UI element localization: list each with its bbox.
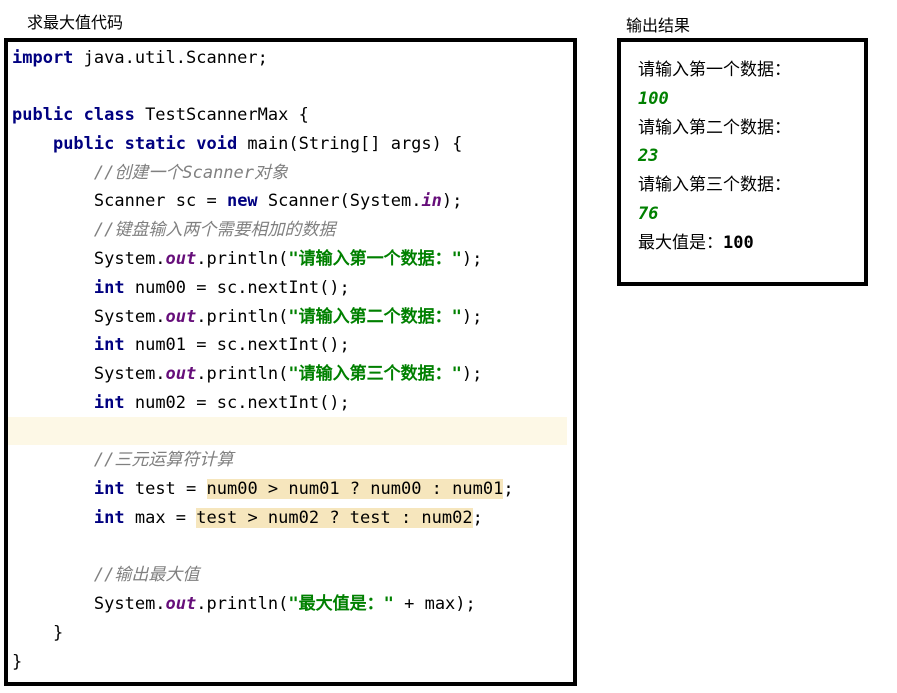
code-text: ; [503,479,514,499]
current-line-highlight[interactable] [8,417,567,445]
code-text: System. [93,594,166,614]
keyword: int [93,508,125,528]
static-field: out [165,307,197,327]
code-text: max = [124,508,197,528]
code-text: ; [472,508,483,528]
indent [12,450,94,470]
result-label: 最大值是： [638,233,723,253]
keyword: int [93,393,125,413]
keyword: import [12,48,74,68]
code-text: num01 = sc.nextInt(); [124,335,350,355]
code-line-16: int test = num00 > num01 ? num00 : num01… [12,475,573,503]
code-line-19: //输出最大值 [12,561,573,589]
code-text: } [12,623,64,643]
code-line-10: System.out.println("请输入第二个数据："); [12,303,573,331]
selection-highlight: num00 > num01 ? num00 : num01 [206,479,504,499]
code-text: .println( [196,364,289,384]
code-text: .println( [196,594,289,614]
code-text: System. [93,364,166,384]
code-text: Scanner sc = [93,191,227,211]
output-prompt-2: 请输入第二个数据： [638,118,791,138]
code-text: TestScannerMax { [134,105,309,125]
output-input-2: 23 [638,146,659,166]
code-text: + max); [393,594,476,614]
output-prompt-3: 请输入第三个数据： [638,175,791,195]
code-text: System. [93,307,166,327]
code-comment: //键盘输入两个需要相加的数据 [93,220,336,240]
code-text: java.util.Scanner; [73,48,268,68]
indent [12,220,94,240]
string-literal: "请输入第一个数据：" [288,249,462,269]
code-line-11: int num01 = sc.nextInt(); [12,331,573,359]
keyword: public class [12,105,135,125]
output-prompt-1: 请输入第一个数据： [638,60,791,80]
keyword: int [93,479,125,499]
indent [12,508,94,528]
indent [12,594,94,614]
selection-highlight: test > num02 ? test : num02 [196,508,473,528]
code-text: .println( [196,307,289,327]
code-comment: //创建一个Scanner对象 [93,163,289,183]
code-line-8: System.out.println("请输入第一个数据："); [12,245,573,273]
code-section-title: 求最大值代码 [27,13,124,32]
keyword: public static void [52,134,238,154]
code-line-20: System.out.println("最大值是：" + max); [12,590,573,618]
code-text: .println( [196,249,289,269]
code-text: Scanner(System. [257,191,422,211]
code-line-21: } [12,619,573,647]
result-value: 100 [723,233,754,253]
code-line-1: import java.util.Scanner; [12,44,573,72]
code-text: num02 = sc.nextInt(); [124,393,350,413]
code-comment: //输出最大值 [93,565,200,585]
code-line-15: //三元运算符计算 [12,446,573,474]
output-section-title: 输出结果 [626,16,691,35]
code-line-6: Scanner sc = new Scanner(System.in); [12,187,573,215]
static-field: out [165,249,197,269]
code-comment: //三元运算符计算 [93,450,234,470]
static-field: in [421,191,442,211]
code-panel: import java.util.Scanner; public class T… [4,38,577,686]
string-literal: "请输入第二个数据：" [288,307,462,327]
indent [12,335,94,355]
code-text: main(String[] args) { [237,134,463,154]
code-line-13: int num02 = sc.nextInt(); [12,389,573,417]
keyword: int [93,335,125,355]
code-line-9: int num00 = sc.nextInt(); [12,274,573,302]
static-field: out [165,364,197,384]
output-result: 最大值是：100 [638,229,754,257]
indent [12,249,94,269]
output-input-1: 100 [638,89,669,109]
code-text: ); [441,191,463,211]
code-text: test = [124,479,207,499]
output-input-3: 76 [638,204,659,224]
code-text: System. [93,249,166,269]
code-line-17: int max = test > num02 ? test : num02; [12,504,573,532]
code-text: num00 = sc.nextInt(); [124,278,350,298]
code-line-12: System.out.println("请输入第三个数据："); [12,360,573,388]
indent [12,479,94,499]
code-line-5: //创建一个Scanner对象 [12,159,573,187]
code-line-22: } [12,648,573,676]
indent [12,364,94,384]
indent [12,278,94,298]
keyword: int [93,278,125,298]
code-text: ); [461,364,483,384]
static-field: out [165,594,197,614]
indent [12,191,94,211]
console-output-panel: 请输入第一个数据： 100 请输入第二个数据： 23 请输入第三个数据： 76 … [617,38,868,286]
code-text: ); [461,249,483,269]
indent [12,565,94,585]
code-text: ); [461,307,483,327]
string-literal: "最大值是：" [288,594,394,614]
code-line-7: //键盘输入两个需要相加的数据 [12,216,573,244]
indent [12,307,94,327]
code-line-4: public static void main(String[] args) { [12,130,573,158]
code-line-3: public class TestScannerMax { [12,101,573,129]
code-text: } [12,652,23,672]
indent [12,163,94,183]
keyword: new [226,191,258,211]
indent [12,134,53,154]
string-literal: "请输入第三个数据：" [288,364,462,384]
indent [12,393,94,413]
